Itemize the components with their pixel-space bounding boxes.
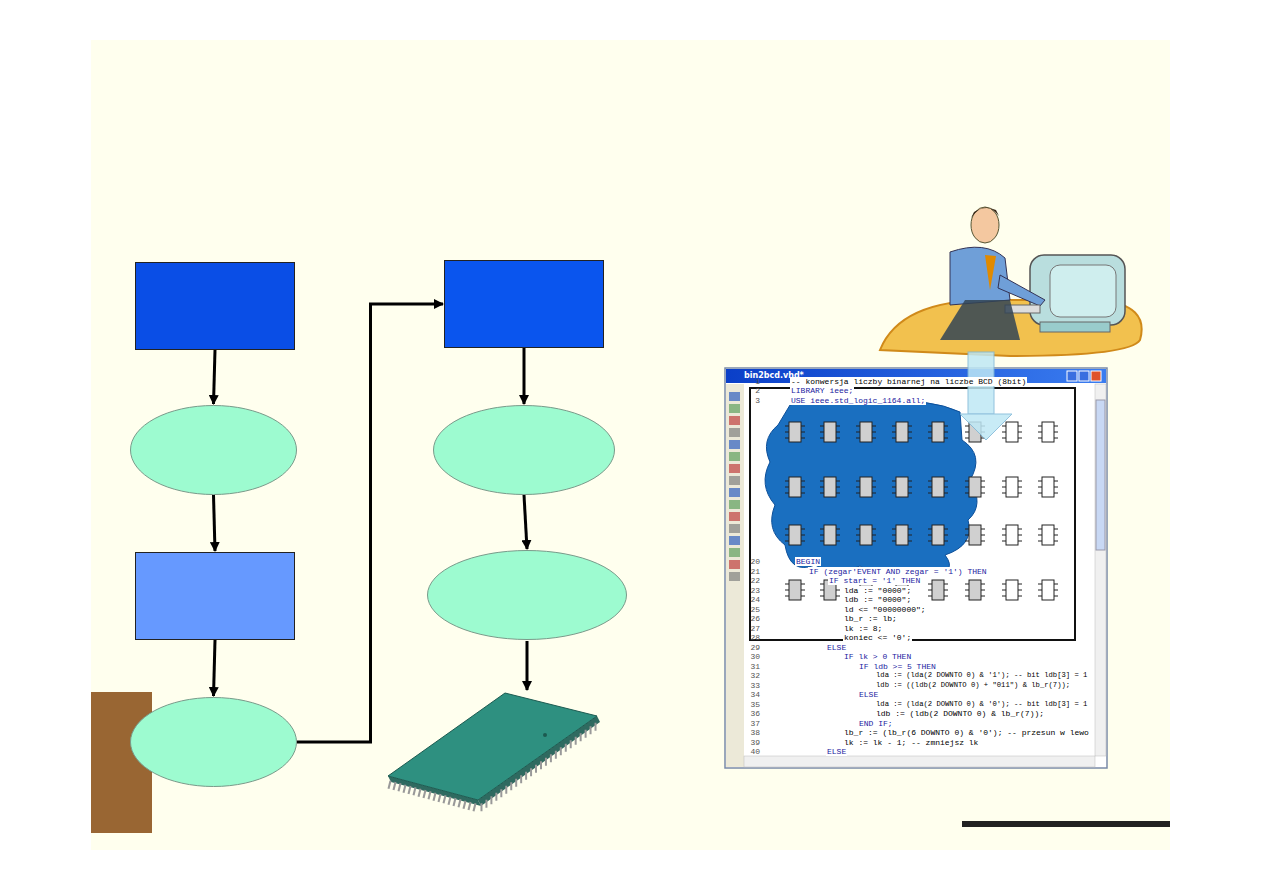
- code-line: lk := lk - 1; -- zmniejsz lk: [843, 738, 979, 747]
- shape-outline: [135, 262, 295, 350]
- code-line: BEGIN: [795, 557, 821, 566]
- ic-chip: [388, 693, 600, 811]
- fpga-frame: [750, 388, 1075, 640]
- code-line: lb_r := (lb_r(6 DOWNTO 0) & '0'); -- prz…: [843, 728, 1090, 737]
- line-number: 32: [746, 671, 760, 680]
- code-line: ld <= "00000000";: [843, 605, 927, 614]
- code-line: IF lk > 0 THEN: [843, 652, 912, 661]
- shape-outline: [444, 260, 604, 348]
- line-number: 38: [746, 728, 760, 737]
- line-number: 27: [746, 624, 760, 633]
- code-line: IF (zegar'EVENT AND zegar = '1') THEN: [808, 567, 988, 576]
- code-line: ldb := ((ldb(2 DOWNTO 0) + "011") & lb_r…: [875, 681, 1071, 690]
- download-arrow: [960, 352, 1012, 440]
- line-number: 20: [746, 557, 760, 566]
- footer-bar: [962, 821, 1170, 827]
- line-number: 23: [746, 586, 760, 595]
- shape-outline: [427, 550, 627, 640]
- code-line: lda := (lda(2 DOWNTO 0) & '1'); -- bit l…: [875, 671, 1088, 680]
- logic-cells: [785, 422, 1058, 600]
- flow-arrow: [523, 348, 526, 404]
- flow-arrow: [297, 304, 443, 742]
- flow-arrow: [524, 495, 527, 549]
- process-box: [135, 262, 295, 350]
- line-number: 39: [746, 738, 760, 747]
- process-ellipse: [130, 697, 297, 787]
- shape-outline: [130, 697, 297, 787]
- code-line: IF start = '1' THEN: [828, 576, 921, 585]
- process-ellipse: [433, 405, 615, 495]
- line-number: 37: [746, 719, 760, 728]
- code-line: IF ldb >= 5 THEN: [858, 662, 937, 671]
- line-number: 40: [746, 747, 760, 756]
- code-window: [725, 368, 1107, 768]
- line-number: 35: [746, 700, 760, 709]
- line-number: 28: [746, 633, 760, 642]
- line-number: 25: [746, 605, 760, 614]
- process-ellipse: [130, 405, 297, 495]
- logic-blob: [765, 399, 977, 577]
- line-number: 30: [746, 652, 760, 661]
- code-line: ldb := "0000";: [843, 595, 912, 604]
- line-number: 1: [746, 377, 760, 386]
- line-number: 34: [746, 690, 760, 699]
- line-number: 36: [746, 709, 760, 718]
- code-line: ELSE: [826, 643, 847, 652]
- process-box: [135, 552, 295, 640]
- flow-arrow: [214, 350, 216, 404]
- shape-outline: [130, 405, 297, 495]
- line-number: 3: [746, 396, 760, 405]
- line-number: 26: [746, 614, 760, 623]
- code-line: USE ieee.std_logic_1164.all;: [790, 396, 926, 405]
- line-number: 22: [746, 576, 760, 585]
- person-illustration: [880, 207, 1142, 356]
- line-number: 29: [746, 643, 760, 652]
- code-line: ldb := (ldb(2 DOWNTO 0) & lb_r(7));: [875, 709, 1045, 718]
- slide-ground: [91, 40, 1170, 850]
- code-line: lda := "0000";: [843, 586, 912, 595]
- process-ellipse: [427, 550, 627, 640]
- line-number: 31: [746, 662, 760, 671]
- code-line: ELSE: [858, 690, 879, 699]
- flow-arrow: [214, 495, 216, 551]
- shape-outline: [433, 405, 615, 495]
- shape-outline: [135, 552, 295, 640]
- code-line: lb_r := lb;: [843, 614, 898, 623]
- line-number: 24: [746, 595, 760, 604]
- code-line: lk := 8;: [843, 624, 883, 633]
- code-line: LIBRARY ieee;: [790, 386, 854, 395]
- arrow-to-chip: [526, 641, 529, 690]
- code-line: lda := (lda(2 DOWNTO 0) & '0'); -- bit l…: [875, 700, 1088, 709]
- process-box: [444, 260, 604, 348]
- code-line: koniec <= '0';: [843, 633, 912, 642]
- line-number: 33: [746, 681, 760, 690]
- code-line: END IF;: [858, 719, 894, 728]
- line-number: 2: [746, 386, 760, 395]
- line-number: 21: [746, 567, 760, 576]
- code-line: ELSE: [826, 747, 847, 756]
- code-line: -- konwersja liczby binarnej na liczbe B…: [790, 377, 1027, 386]
- flow-arrow: [214, 640, 216, 696]
